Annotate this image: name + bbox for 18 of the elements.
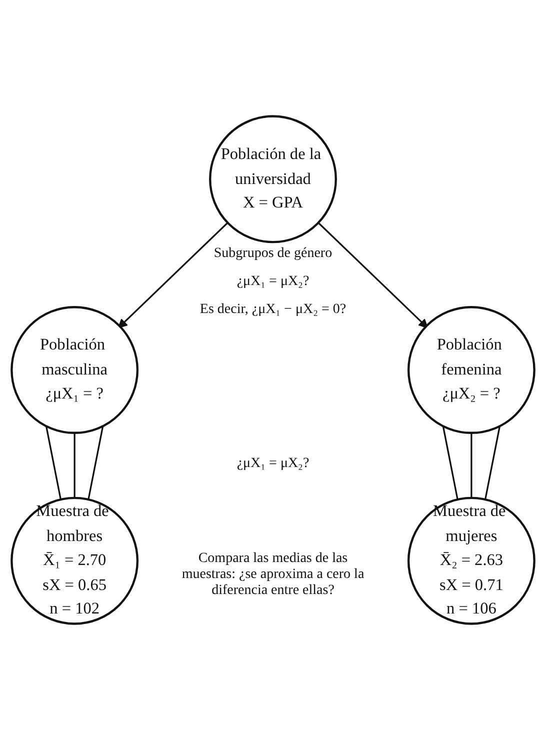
annotation-text: ¿μX₁ = μX₂? bbox=[236, 456, 310, 472]
ellipse-node: Muestra de mujeres X̄₂ = 2.63 sX = 0.71 n = 106 bbox=[407, 496, 536, 625]
annotation-text: Es decir, ¿μX₁ − μX₂ = 0? bbox=[200, 302, 346, 318]
note-text: Compara las medias de las muestras: ¿se aproxima a cero la diferencia entre ellas? bbox=[180, 550, 366, 599]
ellipse-node: Muestra de hombres X̄₁ = 2.70 sX = 0.65 n = 102 bbox=[10, 496, 139, 625]
annotation-text: Subgrupos de género bbox=[214, 246, 332, 262]
connector-line bbox=[470, 432, 472, 498]
connector-line bbox=[74, 432, 76, 498]
connector-line bbox=[442, 426, 458, 500]
arrow bbox=[118, 222, 228, 328]
connector-line bbox=[45, 426, 62, 500]
connector-line bbox=[88, 426, 104, 500]
ellipse-node: Población de la universidad X = GPA bbox=[209, 115, 337, 244]
ellipse-node: Población femenina ¿μX₂ = ? bbox=[407, 306, 536, 434]
ellipse-node: Población masculina ¿μX₁ = ? bbox=[10, 306, 139, 434]
annotation-text: ¿μX₁ = μX₂? bbox=[236, 274, 310, 290]
connector-line bbox=[484, 426, 501, 500]
arrow bbox=[318, 222, 428, 328]
